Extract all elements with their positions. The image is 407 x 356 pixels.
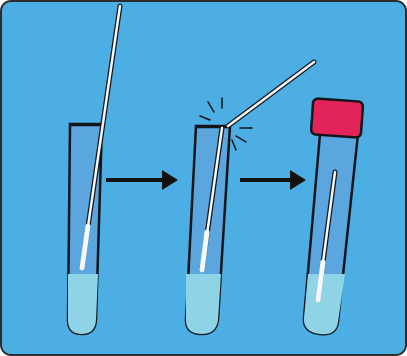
tube-cap	[311, 98, 363, 137]
tube-liquid	[186, 274, 221, 334]
tube-liquid	[68, 274, 98, 334]
